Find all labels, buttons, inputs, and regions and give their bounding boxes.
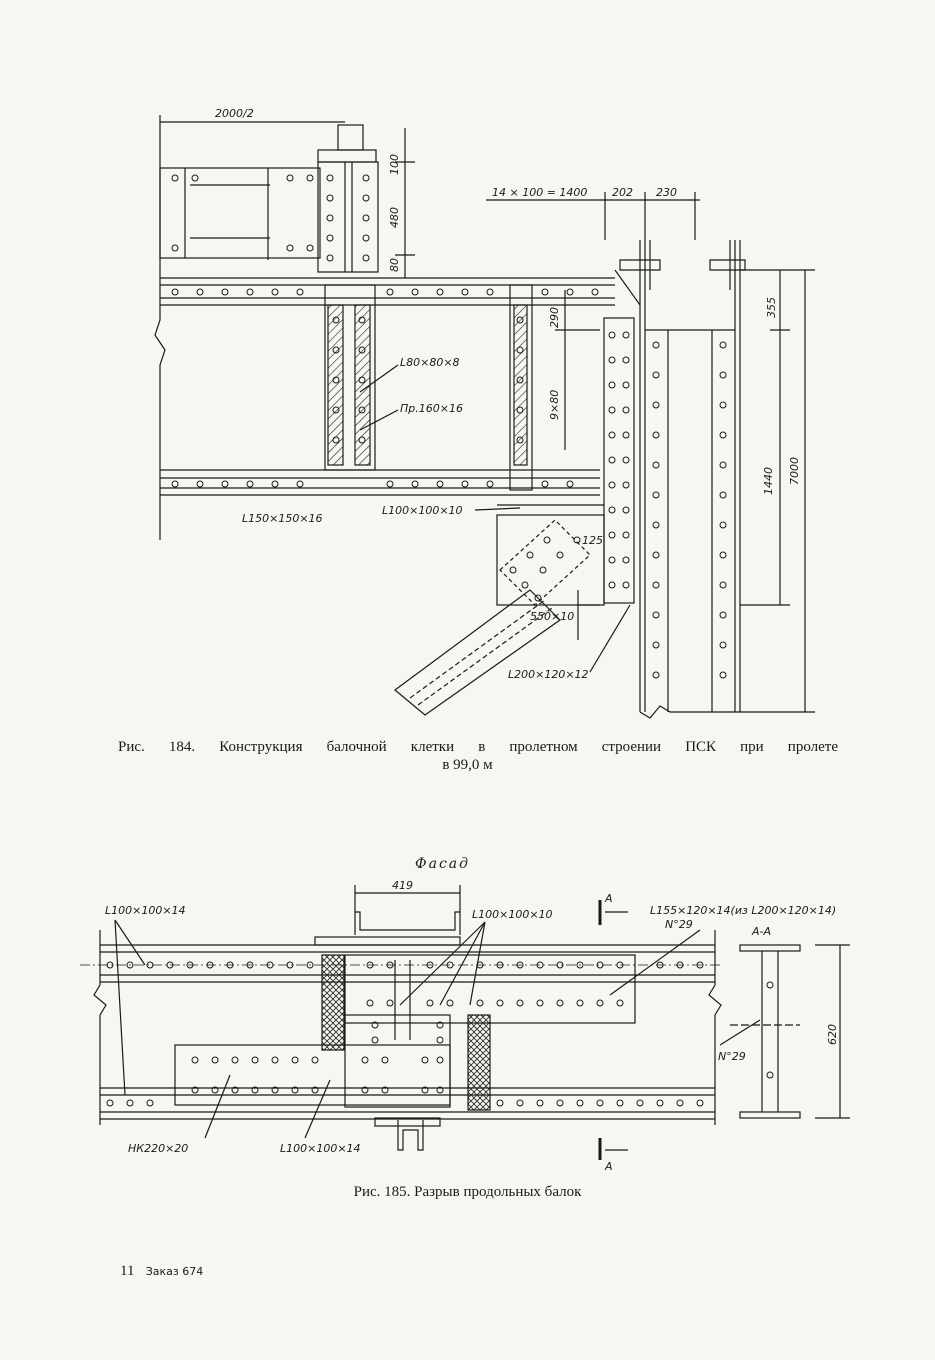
dim-230: 230 [656,186,677,199]
dim-125: 125 [582,534,603,547]
section-title: А-А [751,925,771,938]
dim-top-width: 2000/2 [215,107,254,120]
label-angle-100-10: L100×100×10 [472,908,553,921]
section-mark-a-bottom: А [604,1160,613,1173]
label-n29-section: N°29 [718,1050,746,1063]
page-footer: 11 Заказ 674 [120,1263,203,1280]
label-angle-100-14-top: L100×100×14 [105,904,186,917]
dim-202: 202 [612,186,633,199]
dim-9x80: 9×80 [548,390,561,420]
figure-185-drawing: Фасад 419 L100×100×14 L100×100×10 L155×1… [80,856,850,1173]
dim-80: 80 [388,258,401,272]
label-plate-nk: НК220×20 [128,1142,188,1155]
dim-620: 620 [826,1024,839,1045]
label-plate-550: 550×10 [530,610,574,623]
dim-spacing: 14 × 100 = 1400 [492,186,587,199]
label-n29-top: N°29 [665,918,693,931]
dim-100: 100 [388,154,401,175]
label-angle-100: L100×100×10 [382,504,463,517]
figure-184-caption: Рис. 184. Конструкция балочной клетки в … [118,739,838,755]
dim-355: 355 [765,297,778,318]
label-angle-150: L150×150×16 [242,512,323,525]
label-plate-160: Пр.160×16 [400,402,463,415]
label-angle-100-14-bottom: L100×100×14 [280,1142,361,1155]
label-angle-155: L155×120×14(из L200×120×14) [650,904,836,917]
label-angle-200: L200×120×12 [508,668,589,681]
dim-1440: 1440 [762,467,775,495]
order-number: Заказ 674 [145,1265,204,1278]
figure-184-drawing: 2000/2 100 480 80 14 × 100 = 1400 202 23… [154,107,815,719]
dim-7000: 7000 [788,457,801,485]
figure-184-caption-cont: в 99,0 м [442,757,493,773]
section-mark-a-top: А [604,892,613,905]
dim-419: 419 [392,879,413,892]
dim-290: 290 [548,307,561,328]
figure-185-caption: Рис. 185. Разрыв продольных балок [353,1184,582,1200]
label-angle-80: L80×80×8 [400,356,460,369]
dim-480: 480 [388,207,401,228]
figure-185-title: Фасад [415,856,470,872]
page-number: 11 [120,1263,135,1279]
